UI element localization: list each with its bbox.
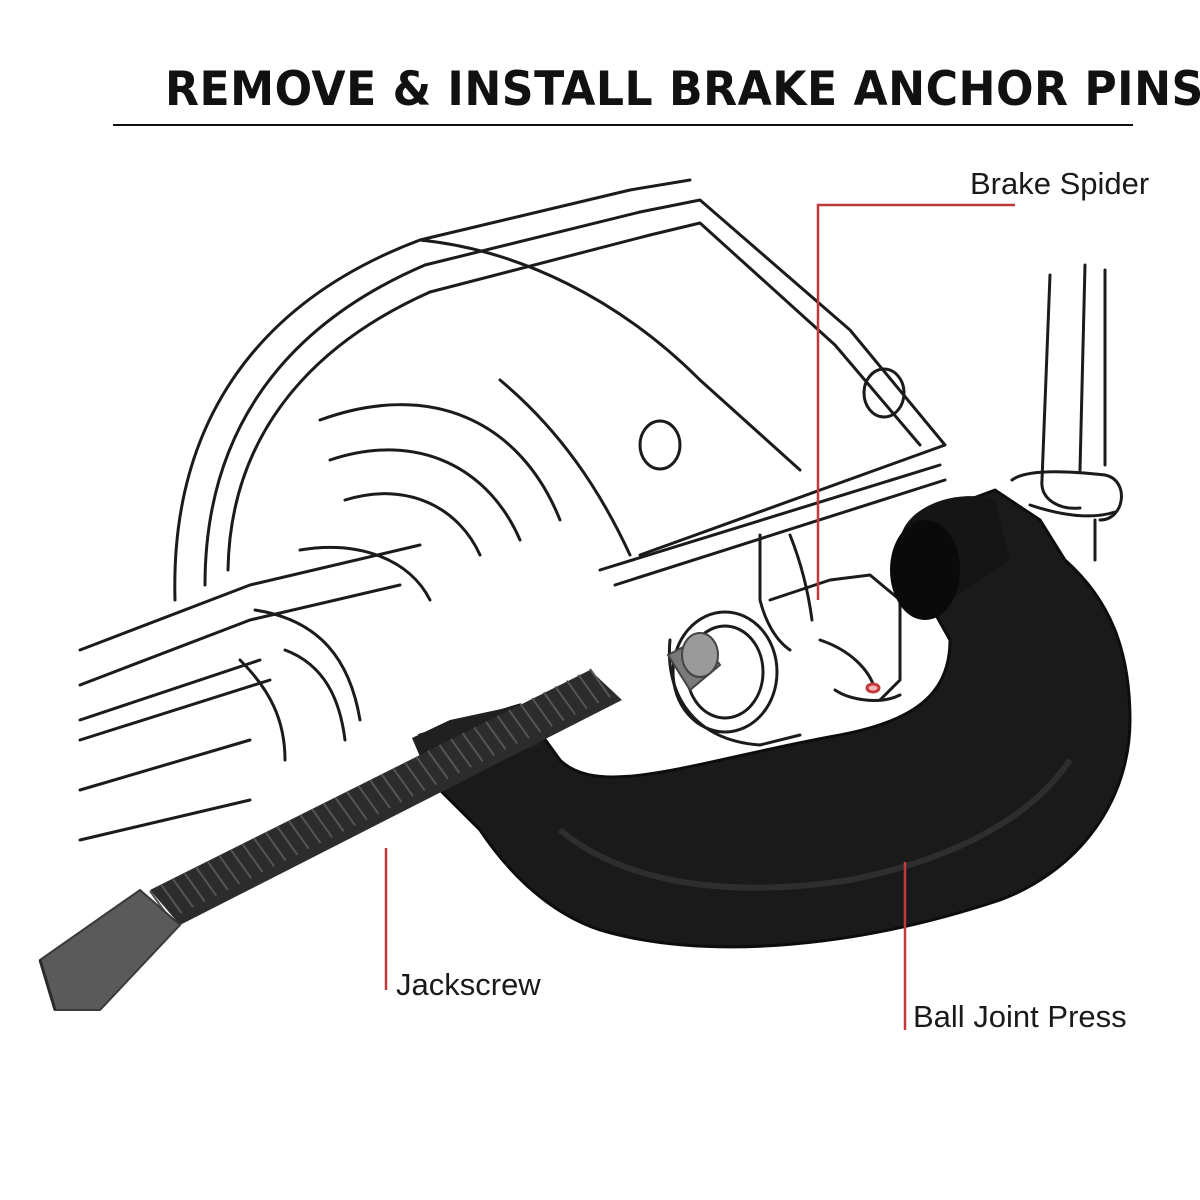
thread-ridge [253, 837, 276, 868]
thread-ridge [241, 843, 264, 873]
thread-ridge [322, 802, 345, 832]
thread-ridge [230, 849, 252, 879]
thread-ridge [589, 668, 611, 698]
thread-ridge [357, 785, 380, 815]
thread-ridge [311, 808, 333, 838]
thread-ridge [207, 861, 229, 891]
jackscrew-label: Jackscrew [396, 967, 541, 1002]
thread-ridge [415, 756, 438, 786]
thread-ridge [160, 884, 183, 914]
thread-ridge [496, 715, 519, 745]
thread-ridge [380, 773, 403, 803]
thread-ridge [299, 814, 322, 844]
thread-ridge [288, 820, 310, 850]
thread-ridge [183, 872, 206, 903]
brake-spider-leader [816, 203, 1015, 600]
thread-ridge [403, 761, 426, 792]
jackscrew-graphic [38, 632, 722, 1011]
thread-ridge [264, 831, 287, 862]
thread-ridge [392, 767, 414, 797]
thread-ridge [276, 826, 299, 856]
thread-ridge [508, 709, 530, 739]
ball-joint-press-label: Ball Joint Press [913, 999, 1127, 1034]
thread-ridge [172, 878, 194, 908]
thread-ridge [542, 691, 565, 721]
thread-ridge [566, 680, 588, 710]
page-title: REMOVE & INSTALL BRAKE ANCHOR PINS [165, 62, 1200, 117]
thread-ridge [484, 720, 507, 751]
thread-ridge [427, 750, 449, 780]
brake-assembly-drawing [78, 178, 1123, 842]
thread-ridge [369, 779, 391, 809]
thread-ridge [531, 697, 553, 727]
thread-ridge [346, 791, 368, 821]
thread-ridge [450, 738, 472, 768]
title-underline [113, 124, 1133, 126]
thread-ridge [519, 703, 542, 733]
thread-ridge [438, 744, 461, 774]
thread-ridge [334, 796, 357, 827]
thread-ridge [461, 732, 484, 762]
thread-ridge [554, 685, 577, 716]
thread-ridge [473, 726, 496, 757]
thread-ridge [195, 867, 218, 897]
thread-ridge [577, 674, 600, 704]
brake-spider-label: Brake Spider [970, 166, 1150, 201]
callout-lines [384, 203, 1015, 1030]
thread-ridge [218, 855, 241, 885]
